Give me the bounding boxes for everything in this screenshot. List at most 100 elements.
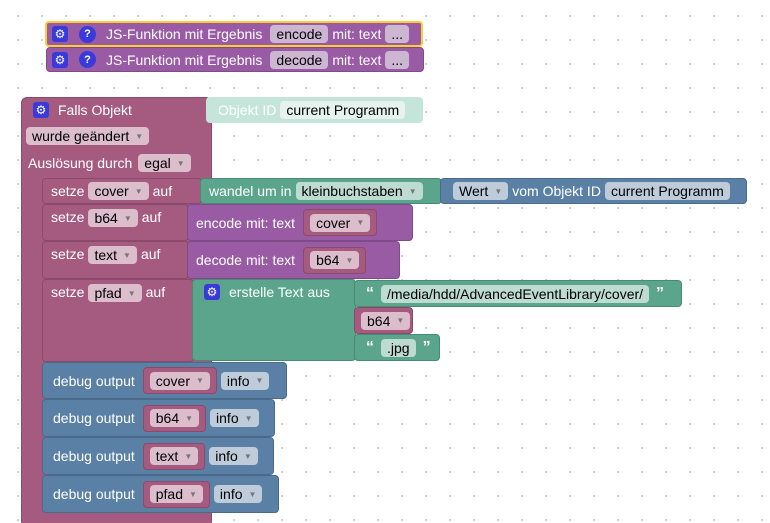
set-pfad-block[interactable]: setze pfad▼ auf [42, 279, 194, 362]
debug-output-block[interactable]: debug output cover▼ info▼ [42, 362, 287, 399]
more-button[interactable]: ... [385, 50, 410, 69]
dropdown-arrow-icon: ▼ [123, 250, 131, 260]
js-function-decode-block[interactable]: ⚙? JS-Funktion mit Ergebnis decode mit: … [46, 47, 424, 72]
variable-dropdown[interactable]: cover▼ [310, 213, 371, 232]
text-field[interactable]: /media/hdd/AdvancedEventLibrary/cover/ [381, 284, 650, 303]
level-value: info [226, 372, 250, 389]
text-literal-block[interactable]: “ .jpg ” [354, 334, 440, 361]
var-name: cover [316, 214, 351, 231]
gear-icon[interactable]: ⚙ [204, 284, 220, 300]
object-id-field[interactable]: current Programm [280, 101, 406, 119]
variable-block[interactable]: cover▼ [303, 209, 378, 236]
close-quote-icon: ” [422, 338, 431, 356]
variable-dropdown[interactable]: b64▼ [361, 311, 411, 330]
dropdown-arrow-icon: ▼ [184, 451, 193, 461]
variable-dropdown[interactable]: cover▼ [88, 182, 149, 200]
set-label: setze [51, 183, 85, 199]
variable-dropdown[interactable]: b64 ▼ [310, 251, 360, 269]
function-name-field[interactable]: decode [270, 50, 329, 69]
var-name: b64 [316, 252, 340, 268]
trigger-row: Auslösung durch egal ▼ [28, 154, 195, 172]
param-label: mit: text [332, 26, 382, 42]
level-value: info [216, 410, 239, 426]
convert-case-block[interactable]: wandel um in kleinbuchstaben▼ [200, 178, 442, 204]
gear-icon[interactable]: ⚙ [33, 102, 49, 118]
gear-icon[interactable]: ⚙ [52, 26, 68, 42]
mit-label: mit: [245, 214, 269, 231]
variable-dropdown[interactable]: b64 ▼ [149, 409, 200, 427]
var-name: b64 [94, 210, 118, 226]
dropdown-arrow-icon: ▼ [243, 451, 252, 461]
debug-output-block[interactable]: debug output pfad▼ info▼ [42, 475, 279, 513]
dropdown-arrow-icon: ▼ [345, 255, 354, 265]
condition-dropdown[interactable]: wurde geändert▼ [26, 127, 150, 145]
function-name: encode [196, 214, 242, 231]
variable-block[interactable]: b64 ▼ [142, 404, 207, 432]
variable-block[interactable]: b64 ▼ [303, 246, 367, 274]
mit-label: mit: [245, 252, 269, 268]
variable-block[interactable]: pfad▼ [142, 480, 210, 508]
variable-dropdown[interactable]: pfad▼ [149, 485, 203, 503]
dropdown-arrow-icon: ▼ [176, 158, 185, 168]
gear-icon[interactable]: ⚙ [52, 51, 68, 68]
log-level-dropdown[interactable]: info ▼ [209, 447, 258, 465]
dropdown-arrow-icon: ▼ [185, 413, 194, 423]
js-function-encode-block[interactable]: ⚙? JS-Funktion mit Ergebnis encode mit: … [45, 21, 423, 47]
function-name-field[interactable]: encode [270, 25, 329, 43]
to-label: auf [141, 209, 162, 225]
var-name: b64 [155, 410, 180, 426]
dropdown-arrow-icon: ▼ [127, 288, 136, 298]
log-level-dropdown[interactable]: info▼ [220, 371, 270, 390]
value-name: Wert [459, 183, 489, 199]
more-button[interactable]: ... [385, 25, 410, 43]
to-label: auf [145, 284, 166, 300]
decode-call-block[interactable]: decode mit: text b64▼ [187, 241, 400, 279]
log-level-dropdown[interactable]: info▼ [213, 485, 263, 503]
block-label: JS-Funktion mit Ergebnis [106, 26, 263, 42]
encode-call-block[interactable]: encode mit: text cover▼ [187, 204, 413, 241]
set-label: setze [51, 209, 85, 225]
variable-dropdown[interactable]: pfad▼ [88, 284, 142, 302]
variable-block[interactable]: text▼ [142, 442, 206, 470]
set-cover-block[interactable]: setze cover▼ auf [42, 178, 202, 204]
trigger-value: egal [144, 155, 171, 171]
variable-block[interactable]: b64▼ [354, 307, 413, 334]
help-icon[interactable]: ? [79, 25, 96, 43]
set-text-block[interactable]: setze text▼ auf [42, 241, 189, 279]
set-b64-block[interactable]: setze b64▼ auf [42, 204, 189, 241]
case-value: kleinbuchstaben [301, 183, 403, 199]
object-id-block[interactable]: Objekt ID current Programm [206, 97, 423, 123]
variable-dropdown[interactable]: b64▼ [88, 209, 138, 227]
text-literal-block[interactable]: “ /media/hdd/AdvancedEventLibrary/cover/… [354, 280, 682, 307]
text-join-block[interactable]: ⚙ erstelle Text aus [192, 279, 356, 361]
condition-row: wurde geändert▼ [22, 127, 153, 145]
trigger-dropdown[interactable]: egal ▼ [138, 154, 191, 172]
debug-output-block[interactable]: debug output b64▼ info▼ [42, 399, 275, 437]
create-text-label: erstelle Text aus [229, 284, 330, 300]
variable-block[interactable]: cover▼ [142, 367, 217, 394]
help-icon[interactable]: ? [79, 51, 96, 68]
trigger-label: Auslösung durch [28, 155, 133, 171]
variable-dropdown[interactable]: cover▼ [149, 371, 210, 390]
to-label: auf [152, 183, 173, 199]
case-dropdown[interactable]: kleinbuchstaben▼ [295, 182, 423, 200]
event-label: Falls Objekt [58, 102, 132, 118]
level-value: info [215, 448, 238, 464]
debug-output-block[interactable]: debug output text▼ info▼ [42, 437, 274, 475]
get-value-block[interactable]: Wert▼ vom Objekt ID current Programm [440, 178, 747, 204]
variable-dropdown[interactable]: text▼ [88, 246, 137, 264]
log-level-dropdown[interactable]: info▼ [210, 409, 259, 427]
var-name: cover [94, 183, 129, 199]
object-id-field[interactable]: current Programm [604, 182, 730, 200]
variable-dropdown[interactable]: text▼ [149, 447, 199, 465]
convert-label: wandel um in [209, 183, 292, 199]
dropdown-arrow-icon: ▼ [189, 489, 197, 499]
event-header: ⚙ Falls Objekt [28, 100, 136, 120]
debug-label: debug output [53, 486, 135, 502]
dropdown-arrow-icon: ▼ [248, 489, 257, 499]
var-name: cover [155, 372, 190, 389]
var-name: b64 [367, 312, 391, 329]
object-id-label: Objekt ID [218, 102, 277, 118]
text-field[interactable]: .jpg [381, 338, 416, 357]
value-dropdown[interactable]: Wert▼ [453, 182, 509, 200]
